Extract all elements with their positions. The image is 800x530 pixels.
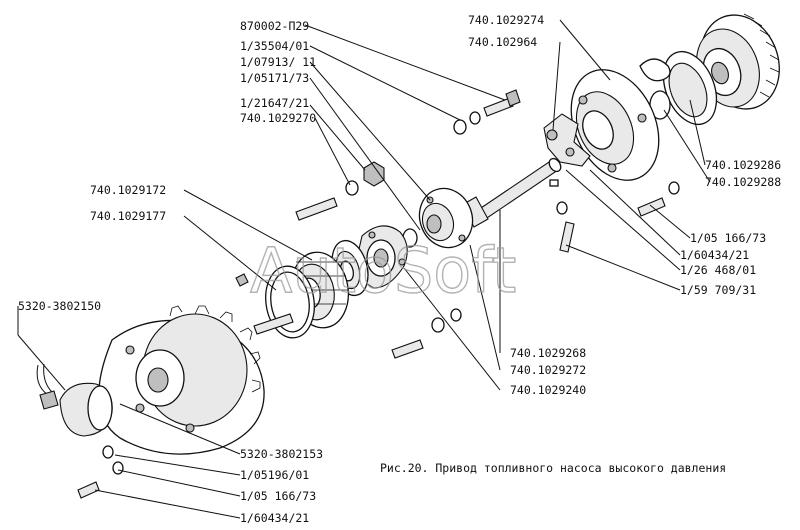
label-1-26468-01: 1/26 468/01	[680, 263, 756, 277]
bearing-housing	[355, 225, 408, 289]
label-1-60434-21-right: 1/60434/21	[680, 248, 749, 262]
label-740-1029288: 740.1029288	[705, 175, 781, 189]
label-1-60434-21-bottom: 1/60434/21	[240, 511, 309, 525]
coupling-flange	[570, 69, 660, 181]
drive-shaft	[461, 157, 562, 228]
parts-drawing	[36, 13, 780, 499]
speed-sensor	[36, 363, 113, 437]
label-1-05171-73: 1/05171/73	[240, 71, 309, 85]
label-1-21647-21: 1/21647/21	[240, 96, 309, 110]
label-740-1029172: 740.1029172	[90, 183, 166, 197]
label-1-07913-11: 1/07913/ 11	[240, 55, 316, 69]
label-740-1029270: 740.1029270	[240, 111, 316, 125]
label-1-35504-01: 1/35504/01	[240, 39, 309, 53]
label-1-05166-73-bottom: 1/05 166/73	[240, 489, 316, 503]
label-740-1029274: 740.1029274	[468, 13, 544, 27]
label-1-05196-01: 1/05196/01	[240, 468, 309, 482]
drive-gear-housing	[98, 305, 265, 455]
clamp-bracket	[543, 113, 591, 187]
label-740-102964: 740.102964	[468, 35, 537, 49]
label-1-05166-73-right: 1/05 166/73	[690, 231, 766, 245]
leader-lines	[17, 19, 711, 519]
lower-fasteners	[77, 308, 462, 499]
figure-caption: Рис.20. Привод топливного насоса высоког…	[380, 461, 726, 475]
label-740-1029177: 740.1029177	[90, 209, 166, 223]
label-5320-3802150: 5320-3802150	[18, 299, 101, 313]
part-labels: 870002-П29 1/35504/01 1/07913/ 11 1/0517…	[18, 13, 781, 525]
small-nuts	[345, 89, 521, 196]
studs	[235, 197, 338, 335]
label-5320-3802153: 5320-3802153	[240, 447, 323, 461]
label-740-1029240: 740.1029240	[510, 383, 586, 397]
label-740-1029272: 740.1029272	[510, 363, 586, 377]
label-740-1029268: 740.1029268	[510, 346, 586, 360]
right-bolts	[556, 181, 680, 253]
label-740-1029286: 740.1029286	[705, 158, 781, 172]
label-870002-p29: 870002-П29	[240, 19, 309, 33]
watermark: AutoSoft	[250, 234, 516, 307]
label-1-59709-31: 1/59 709/31	[680, 283, 756, 297]
